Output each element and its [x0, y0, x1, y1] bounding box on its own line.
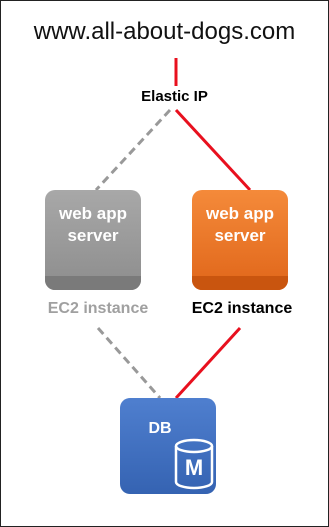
- server-label-line2: server: [214, 226, 266, 245]
- server-label-line1: web app: [205, 204, 274, 223]
- ec2-instance-caption-active: EC2 instance: [191, 300, 293, 317]
- database-cylinder-icon: M: [174, 438, 214, 490]
- server-label-line2: server: [67, 226, 119, 245]
- eip-to-orange-server-link: [174, 108, 252, 192]
- server-base: [45, 276, 141, 290]
- db-label: DB: [148, 420, 172, 437]
- web-app-server-inactive: web app server: [45, 190, 141, 290]
- ec2-instance-caption-inactive: EC2 instance: [47, 300, 149, 317]
- elastic-ip-label: Elastic IP: [141, 88, 208, 105]
- gray-server-to-db-link: [96, 327, 162, 399]
- server-base: [192, 276, 288, 290]
- web-app-server-active: web app server: [192, 190, 288, 290]
- orange-server-to-db-link: [174, 326, 242, 400]
- eip-to-gray-server-link: [94, 108, 172, 192]
- db-badge: M: [184, 455, 204, 480]
- domain-title: www.all-about-dogs.com: [33, 18, 296, 45]
- server-label-line1: web app: [58, 204, 127, 223]
- database-box: DB M: [120, 398, 216, 494]
